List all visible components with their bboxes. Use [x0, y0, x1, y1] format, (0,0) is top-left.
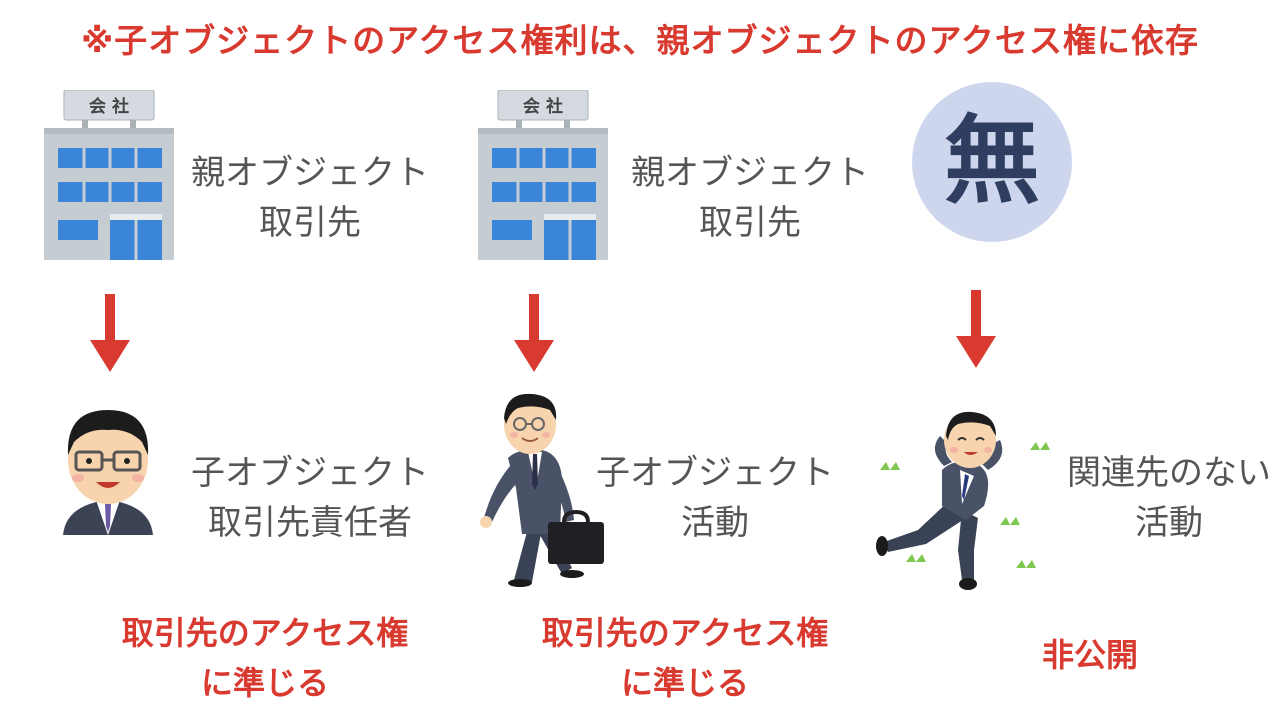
parent-label-line2: 取引先: [699, 203, 801, 243]
parent-label-2: 親オブジェクト 取引先: [620, 148, 880, 248]
parent-label-line1: 親オブジェクト: [631, 153, 869, 193]
child-label-line1: 子オブジェクト: [596, 453, 834, 493]
child-label-line1: 子オブジェクト: [191, 453, 429, 493]
access-note-3: 非公開: [990, 630, 1190, 680]
office-building-icon: 会 社: [478, 90, 608, 265]
company-sign-text: 会 社: [89, 96, 129, 117]
parent-label-1: 親オブジェクト 取引先: [180, 148, 440, 248]
child-label-1: 子オブジェクト 取引先責任者: [180, 448, 440, 548]
header-note: ※子オブジェクトのアクセス権利は、親オブジェクトのアクセス権に依存: [81, 21, 1199, 60]
red-down-arrow-icon: [90, 294, 130, 374]
access-note-line1: 取引先のアクセス権: [541, 614, 829, 652]
child-label-3: 関連先のない 活動: [1064, 448, 1274, 548]
red-down-arrow-icon: [514, 294, 554, 374]
red-down-arrow-icon: [956, 290, 996, 370]
lying-businessman-icon: [870, 400, 1060, 600]
office-building-icon: 会 社: [44, 90, 174, 265]
child-label-line2: 活動: [681, 503, 749, 543]
access-note-line1: 取引先のアクセス権: [121, 614, 409, 652]
access-note-1: 取引先のアクセス権 に準じる: [95, 608, 435, 708]
businessman-face-icon: [58, 400, 158, 535]
none-badge-text: 無: [944, 105, 1040, 217]
access-note-line2: に準じる: [200, 664, 329, 702]
child-label-line2: 活動: [1135, 503, 1203, 543]
parent-label-line2: 取引先: [259, 203, 361, 243]
access-note-line2: に準じる: [620, 664, 749, 702]
company-sign-text: 会 社: [523, 96, 563, 117]
child-label-line1: 関連先のない: [1067, 453, 1271, 493]
access-note-2: 取引先のアクセス権 に準じる: [515, 608, 855, 708]
walking-businessman-icon: [470, 388, 620, 588]
access-note-line1: 非公開: [1041, 636, 1138, 674]
child-label-line2: 取引先責任者: [208, 503, 412, 543]
child-label-2: 子オブジェクト 活動: [590, 448, 840, 548]
none-badge-icon: 無: [912, 82, 1072, 242]
parent-label-line1: 親オブジェクト: [191, 153, 429, 193]
